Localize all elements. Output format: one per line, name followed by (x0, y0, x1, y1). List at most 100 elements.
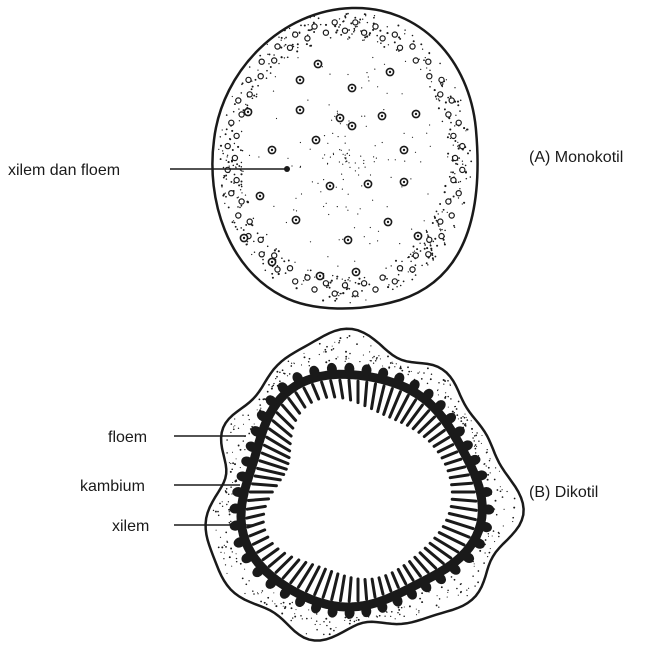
stipple-dot (323, 634, 325, 636)
stipple-dot (476, 432, 477, 433)
stipple-dot (366, 35, 368, 37)
stipple-dot (426, 231, 428, 233)
stipple-dot (447, 156, 448, 157)
stipple-dot (234, 480, 236, 482)
stipple-dot (474, 440, 475, 441)
stipple-dot (341, 174, 342, 175)
stipple-dot (411, 371, 412, 372)
stipple-dot (396, 49, 398, 51)
stipple-dot (472, 437, 474, 439)
stipple-dot (438, 382, 440, 384)
bundle-core (389, 71, 391, 73)
bundle-core (329, 185, 331, 187)
stipple-dot (354, 29, 356, 31)
stipple-dot (440, 83, 442, 85)
stipple-dot (257, 69, 258, 70)
stipple-dot (343, 20, 345, 22)
stipple-dot (273, 54, 275, 56)
stipple-dot (267, 246, 269, 248)
stipple-dot (331, 120, 332, 121)
stipple-dot (229, 513, 231, 515)
stipple-dot (358, 174, 359, 175)
bundle-core (319, 275, 321, 277)
stipple-dot (370, 174, 371, 175)
stipple-dot (335, 358, 337, 360)
stipple-dot (485, 539, 487, 541)
stipple-dot (335, 627, 336, 628)
stipple-dot (339, 340, 341, 342)
stipple-dot (436, 98, 437, 99)
stipple-dot (459, 110, 461, 112)
stipple-dot (336, 298, 338, 300)
stipple-dot (463, 127, 465, 129)
stipple-dot (441, 229, 442, 230)
stipple-dot (337, 111, 338, 112)
stipple-dot (240, 149, 242, 151)
stipple-dot (444, 242, 445, 243)
stipple-dot (336, 276, 338, 278)
vascular-bundle (234, 178, 239, 183)
stipple-dot (478, 570, 480, 572)
stipple-dot (502, 496, 504, 498)
stipple-dot (236, 163, 238, 165)
stipple-dot (243, 424, 244, 425)
stipple-dot (348, 288, 350, 290)
stipple-dot (339, 149, 340, 150)
stipple-dot (408, 271, 409, 272)
stipple-dot (275, 76, 276, 77)
stipple-dot (254, 251, 255, 252)
stipple-dot (240, 467, 241, 468)
stipple-dot (224, 552, 225, 553)
stipple-dot (285, 272, 287, 274)
vascular-bundle (287, 266, 292, 271)
stipple-dot (420, 161, 421, 162)
stipple-dot (237, 206, 239, 208)
stipple-dot (358, 167, 359, 168)
stipple-dot (292, 602, 293, 603)
stipple-dot (379, 615, 381, 617)
stipple-dot (278, 36, 279, 37)
stipple-dot (226, 114, 228, 116)
stipple-dot (494, 479, 496, 481)
stipple-dot (394, 366, 395, 367)
stipple-dot (296, 50, 298, 52)
stipple-dot (412, 137, 413, 138)
stipple-dot (347, 153, 348, 154)
stipple-dot (229, 522, 230, 523)
stipple-dot (370, 360, 371, 361)
vascular-bundle (287, 45, 292, 50)
stipple-dot (457, 104, 459, 106)
stipple-dot (234, 425, 235, 426)
stipple-dot (349, 620, 351, 622)
stipple-dot (326, 286, 328, 288)
stipple-dot (398, 609, 400, 611)
vascular-bundle (236, 98, 241, 103)
vascular-bundle (427, 237, 432, 242)
vascular-bundle (449, 98, 454, 103)
stipple-dot (364, 36, 366, 38)
stipple-dot (233, 428, 235, 430)
stipple-dot (425, 57, 426, 58)
stipple-dot (409, 605, 411, 607)
xylem-ray (365, 382, 367, 405)
stipple-dot (475, 452, 476, 453)
stipple-dot (241, 192, 242, 193)
stipple-dot (377, 616, 379, 618)
stipple-dot (347, 13, 349, 15)
stipple-dot (242, 150, 244, 152)
stipple-dot (227, 155, 228, 156)
stipple-dot (460, 181, 461, 182)
vascular-bundle (239, 199, 244, 204)
stipple-dot (412, 35, 414, 37)
stipple-dot (268, 384, 270, 386)
stipple-dot (430, 243, 431, 244)
stipple-dot (437, 595, 438, 596)
stipple-dot (230, 486, 232, 488)
vascular-bundle (456, 191, 461, 196)
stipple-dot (405, 61, 406, 62)
stipple-dot (325, 24, 327, 26)
stipple-dot (341, 150, 342, 151)
stipple-dot (328, 214, 329, 215)
stipple-dot (345, 136, 346, 137)
stipple-dot (293, 362, 294, 363)
